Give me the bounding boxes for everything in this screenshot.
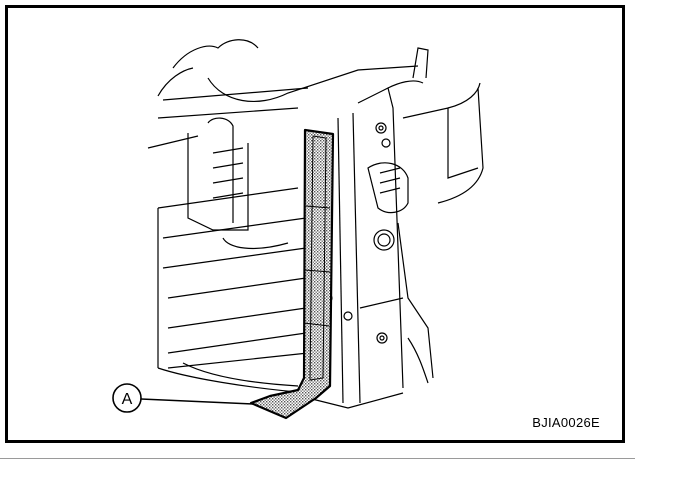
seal-strip <box>249 128 335 420</box>
figure-code: BJIA0026E <box>532 415 600 430</box>
illustration: A <box>112 39 484 420</box>
bottom-divider <box>0 458 635 459</box>
fasteners <box>323 122 395 344</box>
callout-label: A <box>122 391 133 408</box>
callout-leader <box>140 398 254 405</box>
callout-circle <box>112 383 142 413</box>
housing-outline <box>147 39 484 409</box>
figure-frame: A BJIA0026E <box>5 5 625 443</box>
